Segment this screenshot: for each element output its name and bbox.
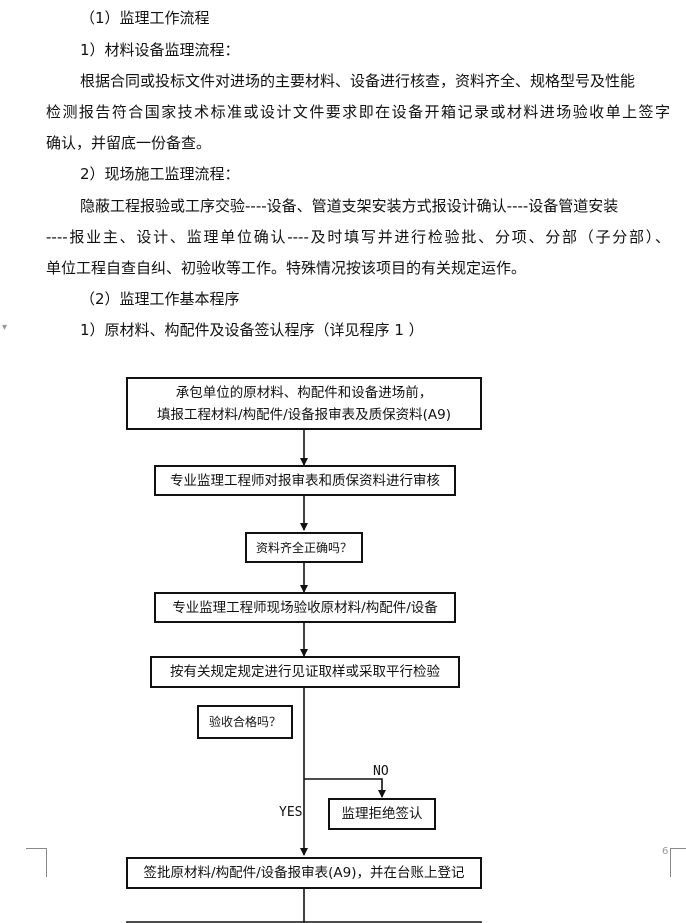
paragraph-1-line-1: 根据合同或投标文件对进场的主要材料、设备进行核查，资料齐全、规格型号及性能 <box>80 72 636 90</box>
paragraph-2-line-1: 隐蔽工程报验或工序交验----设备、管道支架安装方式报设计确认----设备管道安… <box>80 197 619 215</box>
flow-box-contractor-submit: 承包单位的原材料、构配件和设备进场前， 填报工程材料/构配件/设备报审表及质保资… <box>126 377 482 430</box>
flow-box-reject-signoff: 监理拒绝签认 <box>328 798 436 830</box>
flow-box-1-line-1: 承包单位的原材料、构配件和设备进场前， <box>175 384 433 401</box>
flow-box-site-inspection: 专业监理工程师现场验收原材料/构配件/设备 <box>154 592 456 623</box>
arrow-no <box>304 778 386 798</box>
page-number: 6 <box>662 846 669 857</box>
heading-basic-procedure: （2）监理工作基本程序 <box>80 290 240 308</box>
yes-label: YES <box>279 805 303 820</box>
paragraph-2-line-2: ----报业主、设计、监理单位确认----及时填写并进行检验批、分项、分部（子分… <box>46 228 670 246</box>
subheading-material-equipment: 1）材料设备监理流程： <box>80 41 240 59</box>
subheading-material-signoff[interactable]: 1）原材料、构配件及设备签认程序（详见程序 1 ） <box>80 321 424 339</box>
no-label: NO <box>373 764 389 779</box>
paragraph-1-line-3: 确认，并留底一份备查。 <box>46 134 212 152</box>
subheading-site-construction: 2）现场施工监理流程： <box>80 165 240 183</box>
flow-box-docs-complete-question: 资料齐全正确吗？ <box>245 532 363 563</box>
margin-marker: ▾ <box>2 322 8 333</box>
flow-box-1-line-2: 填报工程材料/构配件/设备报审表及质保资料(A9) <box>157 406 451 423</box>
crop-mark-left <box>26 848 47 877</box>
crop-mark-right <box>670 848 686 877</box>
paragraph-2-line-3: 单位工程自查自纠、初验收等工作。特殊情况按该项目的有关规定运作。 <box>46 259 527 277</box>
flow-box-witness-sampling: 按有关规定规定进行见证取样或采取平行检验 <box>150 656 460 688</box>
heading-supervision-workflow: （1）监理工作流程 <box>80 9 210 27</box>
flow-box-engineer-review: 专业监理工程师对报审表和质保资料进行审核 <box>154 465 456 496</box>
paragraph-1-line-2: 检测报告符合国家技术标准或设计文件要求即在设备开箱记录或材料进场验收单上签字 <box>46 103 670 121</box>
flow-box-acceptance-question: 验收合格吗？ <box>197 705 293 739</box>
flow-box-approve-and-register: 签批原材料/构配件/设备报审表(A9)，并在台账上登记 <box>126 857 482 889</box>
